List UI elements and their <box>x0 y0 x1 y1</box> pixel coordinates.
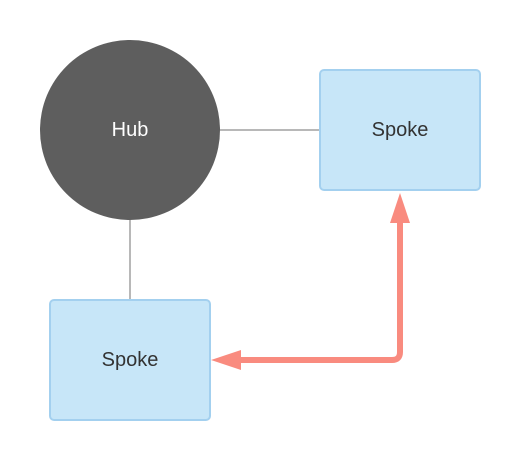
hub-node[interactable] <box>40 40 220 220</box>
arrowhead-left <box>211 350 241 370</box>
spoke-node-right[interactable] <box>319 69 481 191</box>
spoke-node-bottom[interactable] <box>49 299 211 421</box>
bidirectional-connector <box>236 222 403 363</box>
arrowhead-up <box>390 193 410 223</box>
